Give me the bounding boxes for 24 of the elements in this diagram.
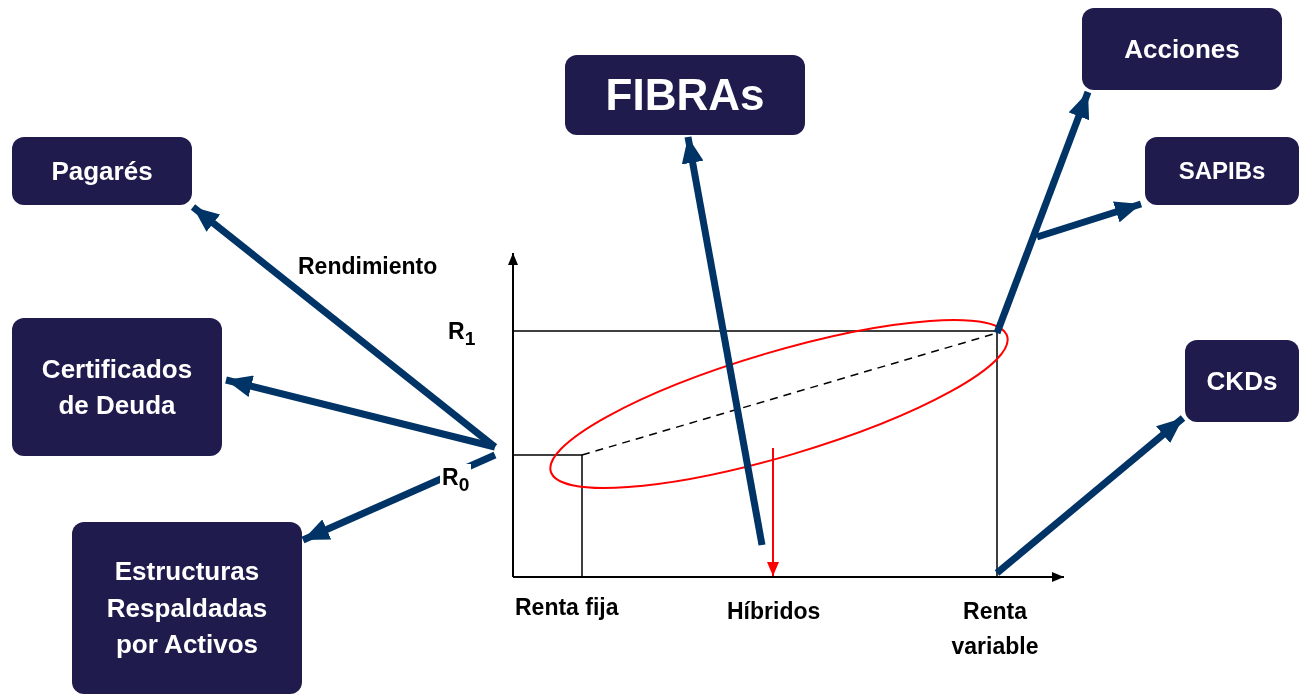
category-label: Estructuras Respaldadas por Activos <box>105 555 269 662</box>
axis-title: Rendimiento <box>298 253 438 280</box>
axis-category-label: Renta fija <box>515 594 619 621</box>
axis-category-label: Renta variable <box>950 597 1040 661</box>
category-box <box>12 137 192 205</box>
category-box <box>1185 340 1299 422</box>
category-label: Certificados de Deuda <box>40 352 194 422</box>
category-label: Pagarés <box>51 154 153 188</box>
arrow <box>1035 200 1143 241</box>
category-box <box>1145 137 1299 205</box>
arrow <box>301 451 497 544</box>
arrow <box>994 415 1186 576</box>
category-box <box>72 522 302 694</box>
arrow <box>993 90 1092 335</box>
category-label: SAPIBs <box>1178 156 1266 187</box>
arrow <box>681 136 766 546</box>
arrow <box>225 375 496 451</box>
category-box <box>12 318 222 456</box>
axis-category-label: Híbridos <box>727 598 821 625</box>
category-box <box>1082 8 1282 90</box>
category-label: FIBRAs <box>605 69 765 122</box>
category-label: Acciones <box>1124 32 1240 66</box>
category-box <box>565 55 805 135</box>
category-label: CKDs <box>1206 364 1278 398</box>
